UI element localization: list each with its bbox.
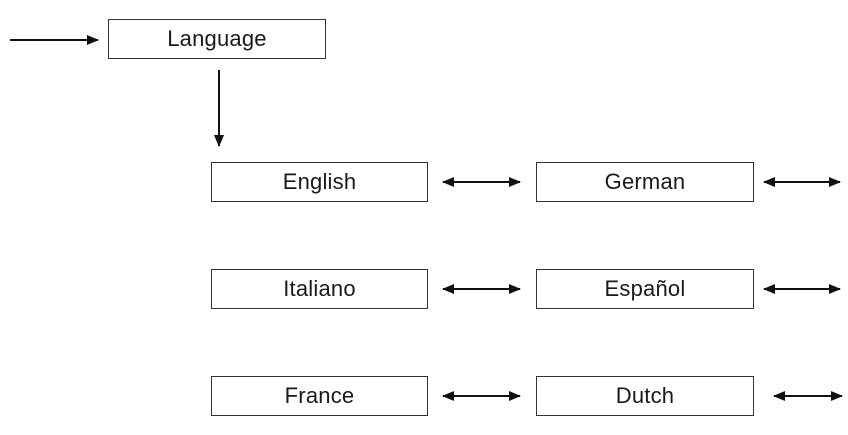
language-box: Language [108,19,326,59]
option-dutch: Dutch [536,376,754,416]
option-english: English [211,162,428,202]
option-espanol: Español [536,269,754,309]
option-german: German [536,162,754,202]
option-france: France [211,376,428,416]
option-italiano: Italiano [211,269,428,309]
